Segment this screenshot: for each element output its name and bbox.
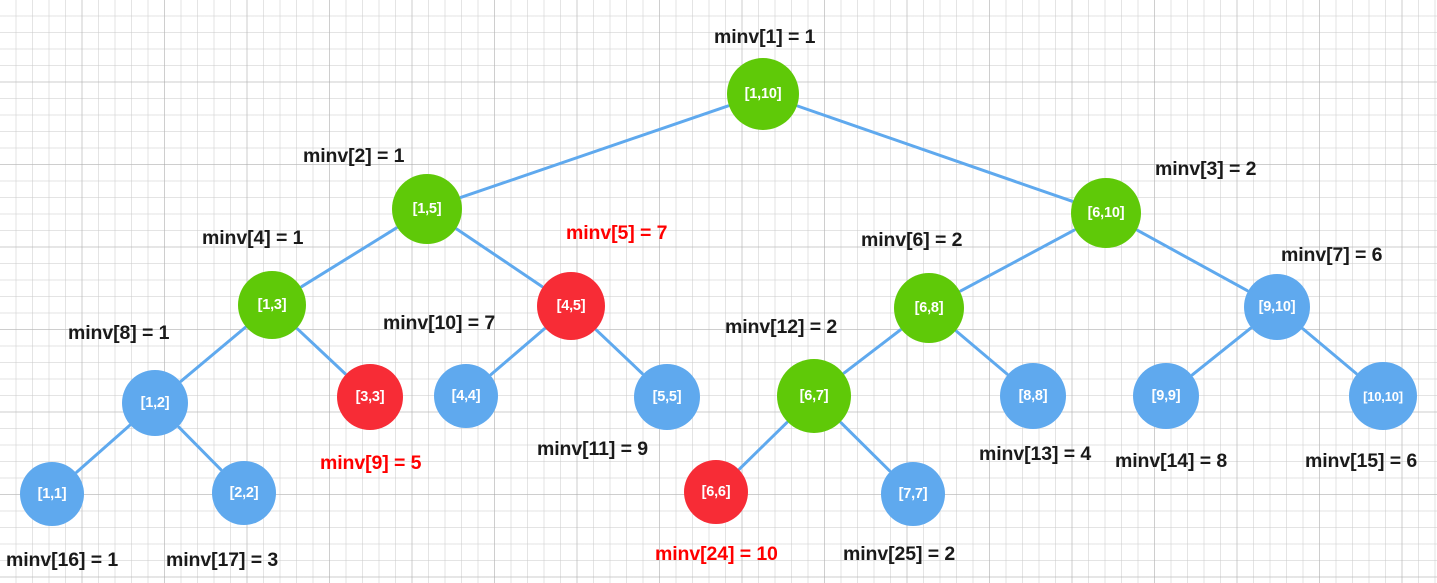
tree-edge-5-11 xyxy=(594,328,644,376)
tree-edge-3-6 xyxy=(959,228,1076,293)
tree-node-16[interactable]: [1,1] xyxy=(20,462,84,526)
tree-node-4[interactable]: [1,3] xyxy=(238,271,306,339)
minv-label-minv12: minv[12] = 2 xyxy=(725,316,838,338)
tree-node-17[interactable]: [2,2] xyxy=(212,461,276,525)
tree-node-14[interactable]: [9,9] xyxy=(1133,363,1199,429)
minv-label-minv2: minv[2] = 1 xyxy=(303,145,405,167)
tree-edge-8-16 xyxy=(75,424,132,474)
tree-node-6[interactable]: [6,8] xyxy=(894,273,964,343)
minv-label-minv4: minv[4] = 1 xyxy=(202,227,304,249)
tree-edge-12-25 xyxy=(839,421,892,473)
tree-node-2[interactable]: [1,5] xyxy=(392,174,462,244)
minv-label-minv1: minv[1] = 1 xyxy=(714,26,816,48)
tree-edge-6-12 xyxy=(842,328,902,375)
tree-node-3[interactable]: [6,10] xyxy=(1071,178,1141,248)
minv-label-minv11: minv[11] = 9 xyxy=(537,438,648,460)
tree-node-9[interactable]: [3,3] xyxy=(337,364,403,430)
tree-node-13[interactable]: [8,8] xyxy=(1000,363,1066,429)
tree-edge-8-17 xyxy=(177,425,223,472)
tree-edge-2-5 xyxy=(455,227,544,288)
tree-edge-2-4 xyxy=(300,226,398,289)
tree-edge-5-10 xyxy=(489,327,546,377)
tree-edge-4-9 xyxy=(296,327,347,376)
minv-label-minv17: minv[17] = 3 xyxy=(166,549,279,571)
tree-edge-12-24 xyxy=(738,421,789,471)
minv-label-minv6: minv[6] = 2 xyxy=(861,229,963,251)
tree-node-25[interactable]: [7,7] xyxy=(881,462,945,526)
minv-label-minv15: minv[15] = 6 xyxy=(1305,450,1418,472)
tree-node-1[interactable]: [1,10] xyxy=(727,58,799,130)
minv-label-minv7: minv[7] = 6 xyxy=(1281,244,1383,266)
tree-edge-7-14 xyxy=(1191,326,1252,377)
tree-node-15[interactable]: [10,10] xyxy=(1349,362,1417,430)
tree-node-24[interactable]: [6,6] xyxy=(684,460,748,524)
minv-label-minv25: minv[25] = 2 xyxy=(843,543,956,565)
minv-label-minv13: minv[13] = 4 xyxy=(979,443,1092,465)
minv-label-minv8: minv[8] = 1 xyxy=(68,322,170,344)
tree-edge-6-13 xyxy=(954,329,1009,376)
tree-node-5[interactable]: [4,5] xyxy=(537,272,605,340)
tree-edge-4-8 xyxy=(179,325,247,383)
tree-node-10[interactable]: [4,4] xyxy=(434,364,498,428)
tree-node-12[interactable]: [6,7] xyxy=(777,359,851,433)
tree-edge-1-2 xyxy=(459,104,730,199)
minv-label-minv16: minv[16] = 1 xyxy=(6,549,119,571)
tree-edge-3-7 xyxy=(1136,228,1249,293)
tree-node-7[interactable]: [9,10] xyxy=(1244,274,1310,340)
minv-label-minv14: minv[14] = 8 xyxy=(1115,450,1228,472)
tree-node-8[interactable]: [1,2] xyxy=(122,370,188,436)
minv-label-minv3: minv[3] = 2 xyxy=(1155,158,1257,180)
tree-edge-7-15 xyxy=(1301,327,1358,375)
minv-label-minv9: minv[9] = 5 xyxy=(320,452,422,474)
tree-edge-1-3 xyxy=(796,104,1074,203)
minv-label-minv10: minv[10] = 7 xyxy=(383,312,496,334)
tree-node-11[interactable]: [5,5] xyxy=(634,364,700,430)
minv-label-minv24: minv[24] = 10 xyxy=(655,543,778,565)
minv-label-minv5: minv[5] = 7 xyxy=(566,222,668,244)
